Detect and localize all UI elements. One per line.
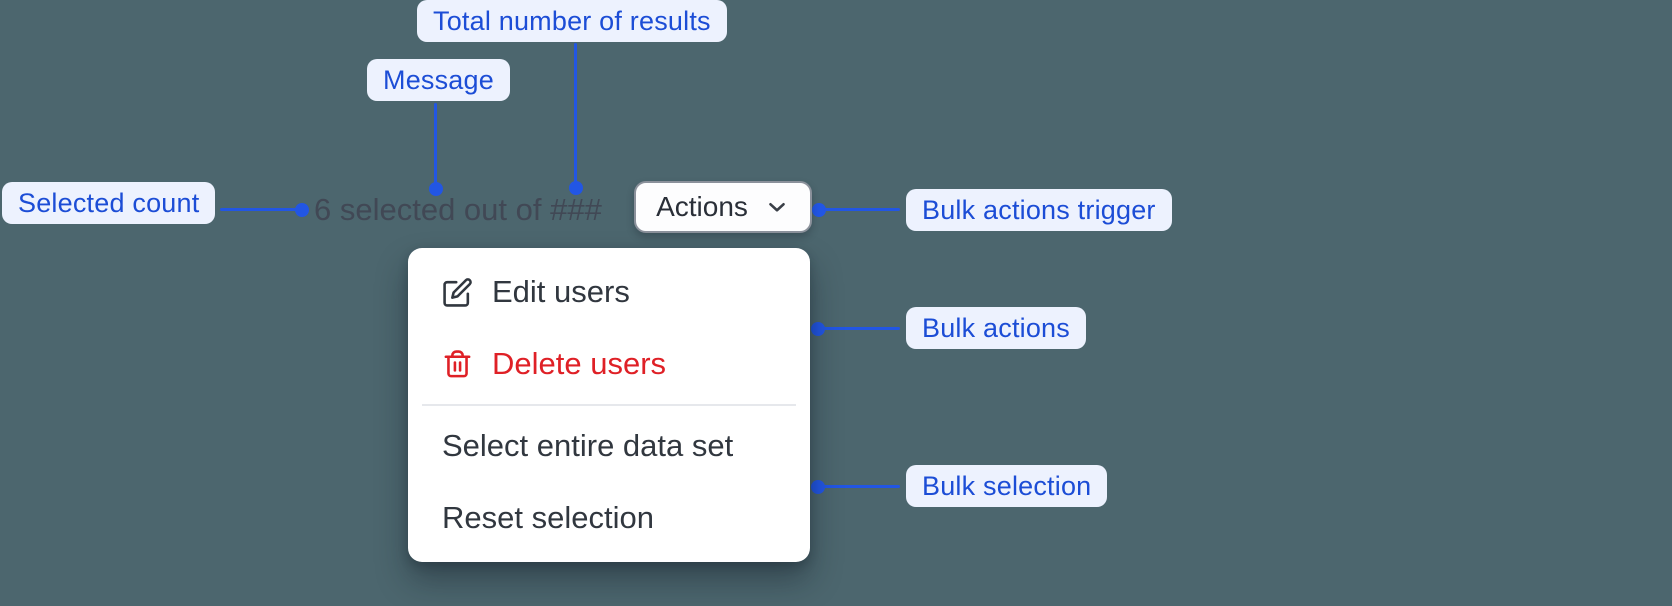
connector-line-bulk-selection <box>823 485 900 488</box>
connector-dot-bulk-selection <box>811 480 825 494</box>
callout-message: Message <box>367 59 510 101</box>
menu-item-select-entire-data-set[interactable]: Select entire data set <box>408 410 810 482</box>
menu-item-edit-users[interactable]: Edit users <box>408 256 810 328</box>
menu-item-label: Select entire data set <box>442 428 734 463</box>
connector-line-selected-count <box>220 208 298 211</box>
connector-line-bulk-actions <box>823 327 900 330</box>
callout-selected-count: Selected count <box>2 182 216 224</box>
bulk-actions-menu: Edit users Delete users Select entire da… <box>408 248 810 562</box>
connector-line-bulk-actions-trigger <box>824 208 900 211</box>
menu-item-label: Edit users <box>492 274 630 309</box>
connector-dot-selected-count <box>295 203 309 217</box>
callout-bulk-selection: Bulk selection <box>906 465 1108 507</box>
trash-icon <box>442 349 473 380</box>
menu-divider <box>422 404 796 406</box>
edit-icon <box>442 277 473 308</box>
connector-dot-total-results <box>569 181 583 195</box>
menu-item-delete-users[interactable]: Delete users <box>408 328 810 400</box>
menu-item-label: Reset selection <box>442 500 654 535</box>
actions-button-label: Actions <box>656 191 748 222</box>
connector-line-total-results <box>574 43 577 189</box>
chevron-down-icon <box>764 194 790 220</box>
callout-bulk-actions: Bulk actions <box>906 307 1086 349</box>
callout-bulk-actions-trigger: Bulk actions trigger <box>906 189 1172 231</box>
connector-dot-bulk-actions-trigger <box>812 203 826 217</box>
bulk-actions-trigger-button[interactable]: Actions <box>634 181 812 233</box>
callout-total-number-of-results: Total number of results <box>417 0 727 42</box>
menu-item-reset-selection[interactable]: Reset selection <box>408 482 810 554</box>
selection-count-message: 6 selected out of ### <box>314 192 602 227</box>
connector-line-message <box>434 103 437 189</box>
connector-dot-message <box>429 182 443 196</box>
connector-dot-bulk-actions <box>811 322 825 336</box>
menu-item-label: Delete users <box>492 346 667 381</box>
